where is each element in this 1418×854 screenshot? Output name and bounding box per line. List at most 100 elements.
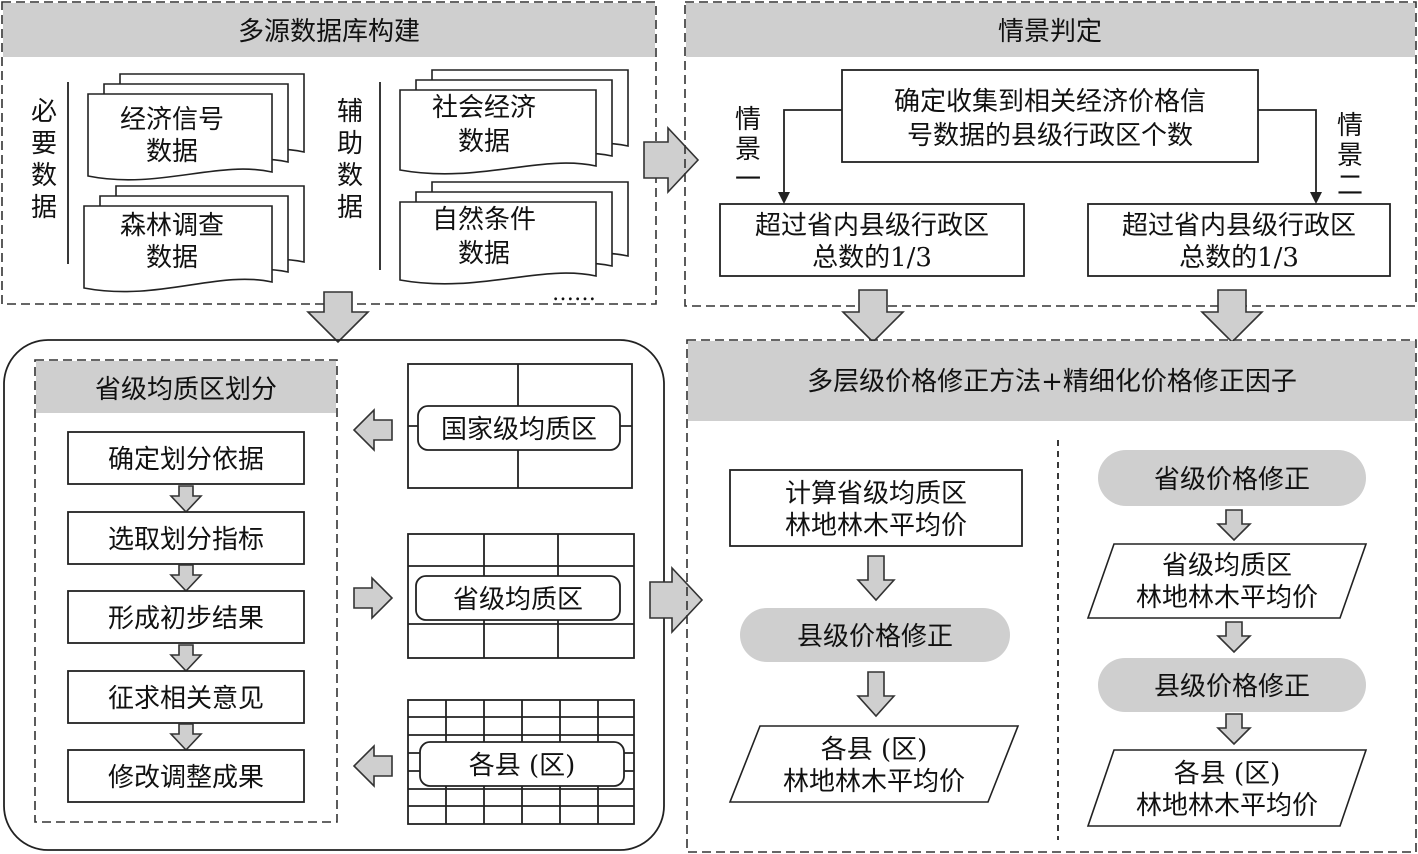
aux-label-char-4: 据: [337, 193, 363, 223]
zoning-step-2: 选取划分指标: [108, 525, 264, 555]
right-result-line-2: 林地林木平均价: [1136, 791, 1318, 821]
arrow-right-2: [1216, 621, 1252, 654]
zoning-step-4: 征求相关意见: [108, 684, 264, 714]
scenario-two-box-line-2: 总数的1/3: [1179, 243, 1299, 273]
scenario-one-label: 情 景 一: [735, 105, 761, 195]
zoning-inner-dashed: [34, 359, 338, 823]
national-zone-label-box: [417, 405, 621, 451]
arrow-zoning-to-correction: [649, 565, 704, 635]
scenario-two-char-2: 景: [1337, 141, 1363, 171]
database-title: 多源数据库构建: [238, 17, 420, 47]
scenario-section: 情景判定 确定收集到相关经济价格信 号数据的县级行政区个数 情 景 一 情 景 …: [684, 1, 1417, 307]
auxiliary-data-label: 辅 助 数 据: [337, 97, 363, 223]
arrow-county-to-zoning: [352, 744, 393, 788]
aux-label-char-1: 辅: [337, 97, 363, 127]
aux-label-char-3: 数: [337, 161, 363, 191]
aux-label-char-2: 助: [337, 129, 363, 159]
right-mid-line-2: 林地林木平均价: [1136, 583, 1318, 613]
required-label-char-2: 要: [31, 129, 57, 159]
left-county-correction-label: 县级价格修正: [797, 622, 953, 652]
scenario-header: [686, 3, 1415, 57]
required-label-char-1: 必: [31, 97, 57, 127]
arrow-county-correction-to-result: [856, 671, 896, 718]
provincial-zone-label-box: [415, 575, 621, 621]
correction-title: 多层级价格修正方法+精细化价格修正因子: [807, 367, 1297, 397]
zoning-step-4-box: [67, 670, 305, 724]
question-line-2: 号数据的县级行政区个数: [907, 121, 1193, 151]
left-result-line-1: 各县 (区): [821, 735, 928, 765]
national-zone-label: 国家级均质区: [441, 415, 597, 445]
left-result-parallelogram: [728, 725, 1020, 803]
calc-provincial-box: [729, 469, 1023, 547]
scenario-one-char-2: 景: [735, 135, 761, 165]
right-result-parallelogram: [1086, 749, 1368, 827]
database-section: 多源数据库构建 必 要 数 据 经济信号 数据 森林调查 数据 辅: [1, 1, 657, 306]
provincial-zone-label: 省级均质区: [453, 585, 583, 615]
connector-scenario-two: [1258, 109, 1322, 204]
required-data-label: 必 要 数 据: [31, 97, 57, 223]
doc-economic-signal: 经济信号 数据: [87, 73, 305, 181]
zoning-step-1: 确定划分依据: [108, 445, 264, 475]
scenario-one-box: [719, 203, 1025, 277]
right-provincial-correction-label: 省级价格修正: [1154, 465, 1310, 495]
left-result-line-2: 林地林木平均价: [783, 767, 965, 797]
arrow-scenario-two-down: [1200, 289, 1264, 344]
correction-header: [688, 341, 1415, 421]
doc-nature-line-2: 数据: [458, 239, 510, 269]
question-line-1: 确定收集到相关经济价格信: [894, 87, 1206, 117]
arrow-step-2-3: [169, 564, 203, 593]
doc-forest-survey: 森林调查 数据: [83, 185, 305, 293]
doc-natural-conditions: 自然条件 数据: [399, 181, 629, 285]
doc-social-line-2: 数据: [458, 127, 510, 157]
scenario-two-box: [1087, 203, 1391, 277]
doc-forest-line-1: 森林调查: [120, 211, 224, 241]
zoning-header: [36, 361, 336, 413]
database-header: [3, 3, 655, 57]
arrow-step-4-5: [169, 723, 203, 752]
county-zone-map: 各县 (区): [407, 699, 635, 825]
county-zone-label: 各县 (区): [469, 751, 576, 781]
arrow-right-1: [1216, 509, 1252, 542]
national-zone-map: 国家级均质区: [407, 363, 633, 489]
scenario-question-box: [841, 69, 1259, 163]
connector-scenario-one: [778, 109, 842, 204]
doc-nature-line-1: 自然条件: [432, 205, 536, 235]
zoning-step-3-box: [67, 590, 305, 644]
scenario-two-label: 情 景 二: [1337, 111, 1363, 201]
right-provincial-correction-pill: [1098, 450, 1366, 506]
calc-provincial-line-1: 计算省级均质区: [785, 479, 967, 509]
scenario-two-char-3: 二: [1337, 171, 1363, 201]
scenario-one-box-line-2: 总数的1/3: [812, 243, 932, 273]
zoning-step-1-box: [67, 431, 305, 485]
right-county-correction-label: 县级价格修正: [1154, 672, 1310, 702]
doc-forest-line-2: 数据: [146, 243, 198, 273]
scenario-two-box-line-1: 超过省内县级行政区: [1122, 211, 1356, 241]
doc-social-line-1: 社会经济: [432, 93, 536, 123]
scenario-title: 情景判定: [998, 17, 1102, 47]
arrow-database-to-scenario: [643, 125, 700, 195]
right-mid-parallelogram: [1086, 543, 1368, 619]
doc-econ-line-1: 经济信号: [120, 105, 224, 135]
required-label-char-4: 据: [31, 193, 57, 223]
zoning-step-3: 形成初步结果: [108, 604, 264, 634]
right-mid-line-1: 省级均质区: [1162, 551, 1292, 581]
calc-provincial-line-2: 林地林木平均价: [785, 511, 967, 541]
zoning-step-5-box: [67, 749, 305, 803]
zoning-step-5: 修改调整成果: [108, 763, 264, 793]
right-result-line-1: 各县 (区): [1174, 759, 1281, 789]
zoning-section: 省级均质区划分 确定划分依据 选取划分指标 形成初步结果 征求相关意见 修改调整…: [3, 339, 665, 851]
more-data-ellipsis: ……: [552, 281, 596, 306]
scenario-one-char-1: 情: [735, 105, 761, 135]
doc-social-economy: 社会经济 数据: [399, 69, 629, 175]
scenario-one-char-3: 一: [735, 165, 761, 195]
scenario-one-box-line-1: 超过省内县级行政区: [755, 211, 989, 241]
arrow-national-to-zoning: [352, 408, 393, 452]
arrow-right-3: [1216, 713, 1252, 746]
provincial-zone-map: 省级均质区: [407, 533, 635, 659]
correction-section: 多层级价格修正方法+精细化价格修正因子 计算省级均质区 林地林木平均价 县级价格…: [686, 339, 1417, 853]
arrow-database-to-zoning: [306, 291, 370, 344]
doc-econ-line-2: 数据: [146, 137, 198, 167]
county-zone-label-box: [419, 741, 625, 787]
right-county-correction-pill: [1098, 658, 1366, 712]
